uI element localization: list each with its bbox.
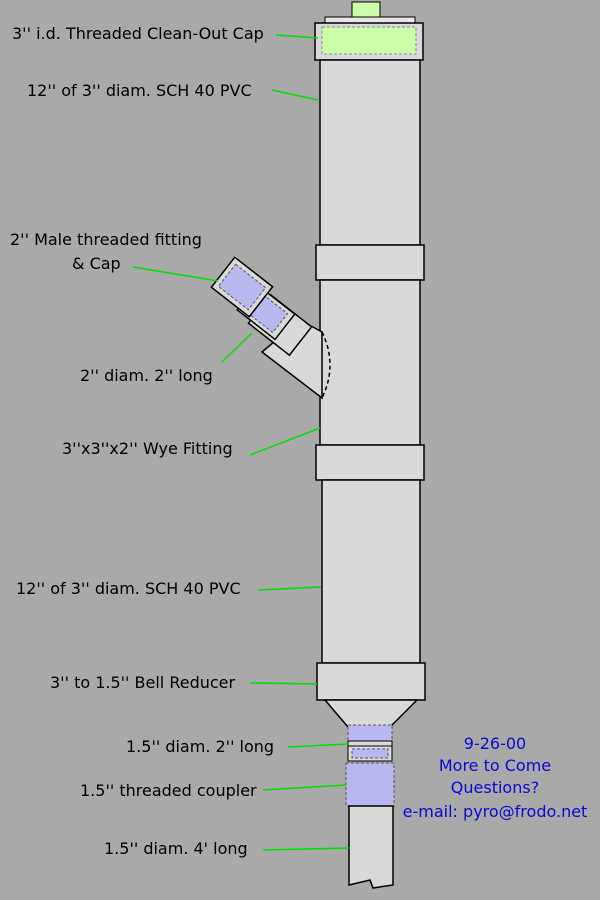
- label-short-2in: 2'' diam. 2'' long: [80, 366, 213, 385]
- short-15in-pipe: [347, 724, 393, 742]
- label-wye: 3''x3''x2'' Wye Fitting: [62, 439, 233, 458]
- leader-cap: [275, 34, 319, 39]
- lower-pipe: [321, 479, 421, 664]
- lower-coupling: [315, 444, 425, 481]
- leader-wye: [249, 427, 321, 456]
- reducer-cone: [323, 699, 419, 728]
- info-date: 9-26-00: [463, 734, 527, 753]
- leader-pipe-4ft: [262, 847, 350, 851]
- label-male-fitting-line1: 2'' Male threaded fitting: [10, 230, 202, 249]
- long-pipe: [348, 805, 394, 889]
- info-email[interactable]: e-mail: pyro@frodo.net: [402, 802, 588, 821]
- wye-body: [319, 279, 421, 446]
- label-coupler: 1.5'' threaded coupler: [80, 781, 257, 800]
- upper-coupling: [315, 244, 425, 281]
- upper-pipe: [319, 59, 421, 246]
- leader-male-fitting: [132, 266, 219, 282]
- cap-rim: [324, 16, 416, 24]
- label-male-fitting-line2: & Cap: [72, 254, 121, 273]
- label-cleanout-cap: 3'' i.d. Threaded Clean-Out Cap: [12, 24, 264, 43]
- leader-reducer: [249, 682, 318, 685]
- cap-threads: [321, 26, 417, 55]
- bell-reducer: [316, 662, 426, 701]
- info-more: More to Come: [438, 756, 552, 775]
- label-bell-reducer: 3'' to 1.5'' Bell Reducer: [50, 673, 236, 692]
- cap-knob: [351, 1, 381, 19]
- leader-pvc-top: [271, 89, 319, 101]
- label-pvc-bottom: 12'' of 3'' diam. SCH 40 PVC: [16, 579, 241, 598]
- leader-short-15: [287, 743, 349, 748]
- threaded-coupler: [345, 762, 395, 807]
- leader-coupler: [262, 784, 347, 791]
- label-pvc-top: 12'' of 3'' diam. SCH 40 PVC: [27, 81, 252, 100]
- label-short-15in: 1.5'' diam. 2'' long: [126, 737, 275, 756]
- leader-short-2in: [221, 332, 253, 363]
- label-pipe-4ft: 1.5'' diam. 4' long: [104, 839, 248, 858]
- leader-pvc-bottom: [257, 586, 322, 591]
- info-questions: Questions?: [450, 778, 540, 797]
